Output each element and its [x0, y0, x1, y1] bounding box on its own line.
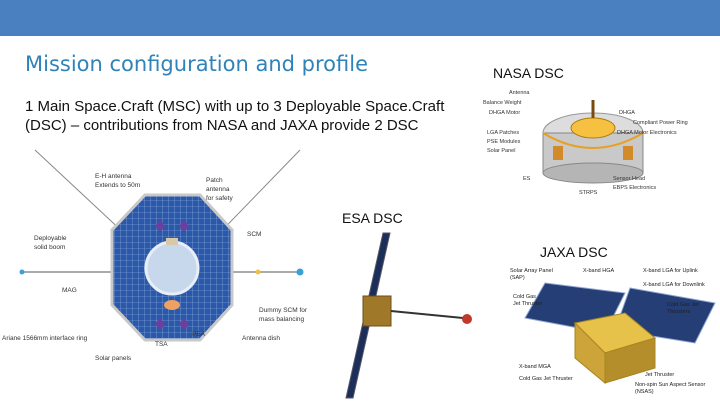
jaxa-label-cold-gas-jet-thruster: Cold Gas Jet Thruster — [519, 376, 573, 382]
label-patch-antenna: antenna — [206, 186, 230, 193]
label-e-h-antenna: E-H antenna — [95, 173, 132, 180]
jaxa-bus-front — [604, 337, 656, 384]
jaxa-label-nsas-abbr: (NSAS) — [635, 389, 654, 395]
label-mag: MAG — [62, 287, 77, 294]
label-pea: PEA — [192, 331, 206, 338]
top-marker-left — [155, 220, 165, 232]
jaxa-label-jet: Jet Thruster — [645, 372, 674, 378]
nasa-label-sensor-head: Sensor Head — [613, 176, 645, 182]
jaxa-label-jet-thruster: Jet Thruster — [513, 301, 542, 307]
label-tsa: TSA — [155, 341, 168, 348]
slide-body-text: 1 Main Space.Craft (MSC) with up to 3 De… — [25, 98, 445, 134]
nasa-label-dhga-motor: DHGA Motor — [489, 110, 520, 116]
slide-title: Mission configuration and profile — [25, 52, 368, 76]
nasa-label-antenna: Antenna — [509, 90, 530, 96]
bottom-marker-right — [179, 318, 189, 330]
nasa-dsc-svg: Antenna Balance Weight DHGA Motor LGA Pa… — [483, 88, 708, 198]
label-antenna-extends: Extends to 50m — [95, 182, 140, 189]
nasa-label-balance-weight: Balance Weight — [483, 100, 522, 106]
msc-diagram-svg: E-H antenna Extends to 50m Patch antenna… — [2, 149, 308, 362]
jaxa-label-hga: X-band HGA — [583, 268, 615, 274]
esa-sensor — [462, 314, 472, 324]
esa-dsc-svg — [335, 228, 485, 405]
nasa-label-pse-modules: PSE Modules — [487, 139, 521, 145]
label-solid-boom: solid boom — [34, 244, 65, 251]
jaxa-label-lga-downlink: X-band LGA for Downlink — [643, 282, 705, 288]
label-mass-balancing: mass balancing — [259, 316, 305, 323]
bottom-marker-left — [155, 318, 165, 330]
dummy-scm — [255, 269, 261, 275]
label-dummy-scm: Dummy SCM for — [259, 307, 308, 314]
scm-sensor — [296, 268, 304, 276]
jaxa-label-cold-gas: Cold Gas — [513, 294, 536, 300]
pea-unit — [164, 300, 180, 310]
label-patch-safety: for safety — [206, 195, 233, 202]
label-scm: SCM — [247, 231, 261, 238]
nasa-label-dhga: DHGA — [619, 110, 635, 116]
msc-diagram: E-H antenna Extends to 50m Patch antenna… — [0, 140, 325, 405]
jaxa-label-lga-uplink: X-band LGA for Uplink — [643, 268, 698, 274]
antenna-dish — [144, 240, 200, 296]
nasa-label-ebps: EBPS Electronics — [613, 185, 656, 191]
label-antenna-dish: Antenna dish — [242, 335, 280, 342]
mag-sensor — [19, 269, 25, 275]
esa-arm — [390, 310, 464, 319]
jaxa-label-thrusters: Thrusters — [667, 309, 690, 315]
esa-bus — [362, 295, 392, 327]
esa-dsc-image — [335, 228, 485, 405]
jaxa-dsc-caption: JAXA DSC — [540, 244, 608, 260]
jaxa-dsc-image: Solar Array Panel (SAP) X-band HGA X-ban… — [505, 258, 720, 405]
top-marker-right — [179, 220, 189, 232]
nasa-label-power-ring: Compliant Power Ring — [633, 120, 688, 126]
nasa-dsc-image: Antenna Balance Weight DHGA Motor LGA Pa… — [483, 88, 708, 198]
jaxa-dsc-svg: Solar Array Panel (SAP) X-band HGA X-ban… — [505, 258, 720, 405]
nasa-label-lga-patches: LGA Patches — [487, 130, 519, 136]
jaxa-label-cold-gas-jet: Cold Gas Jet — [667, 302, 699, 308]
nasa-label-solar-panel: Solar Panel — [487, 148, 515, 154]
label-deployable: Deployable — [34, 235, 67, 242]
nasa-label-es: ES — [523, 176, 531, 182]
nasa-dsc-caption: NASA DSC — [493, 65, 564, 81]
esa-dsc-caption: ESA DSC — [342, 210, 403, 226]
jaxa-label-nsas: Non-spin Sun Aspect Sensor — [635, 382, 705, 388]
jaxa-label-sap-abbr: (SAP) — [510, 275, 525, 281]
patch-antenna — [166, 238, 178, 245]
jaxa-label-mga: X-band MGA — [519, 364, 551, 370]
label-patch: Patch — [206, 177, 223, 184]
label-interface-ring: Ariane 1566mm interface ring — [2, 335, 88, 342]
nasa-label-motor-electronics: DHGA Motor Electronics — [617, 130, 677, 136]
header-bar — [0, 0, 720, 36]
nasa-label-strps: STRPS — [579, 190, 598, 196]
label-solar-panels: Solar panels — [95, 355, 132, 362]
jaxa-label-sap: Solar Array Panel — [510, 268, 553, 274]
